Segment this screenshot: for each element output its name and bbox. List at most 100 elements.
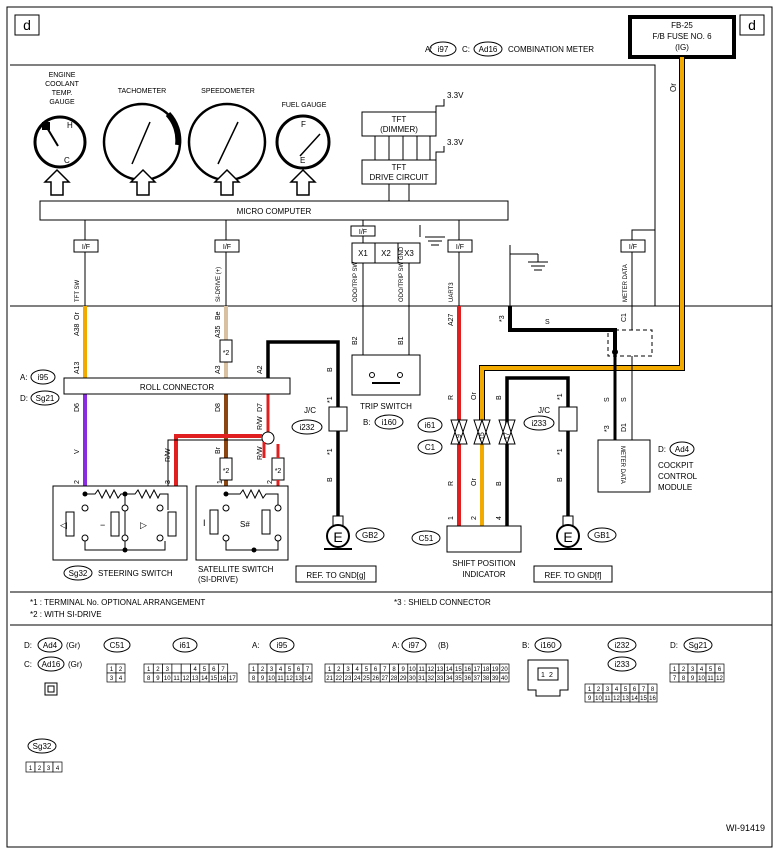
svg-text:D7: D7 — [257, 403, 264, 412]
svg-text:METER DATA: METER DATA — [623, 264, 629, 302]
i61-bubble — [417, 417, 443, 433]
connector-pin-label: 10 — [164, 676, 171, 682]
connector-pin-label: 28 — [391, 676, 398, 682]
connector-pin-cell — [714, 672, 725, 683]
svg-text:A2: A2 — [257, 365, 264, 374]
steering-switch-label: STEERING SWITCH — [98, 569, 173, 578]
svg-text:3: 3 — [165, 480, 172, 484]
connector-pin-label: 7 — [642, 687, 646, 693]
shift-label-2: INDICATOR — [462, 570, 505, 579]
connector-pin-label: 22 — [335, 676, 342, 682]
connector-pin-label: 7 — [221, 667, 225, 673]
jc-right-box[interactable] — [558, 406, 578, 432]
jc-left-label: J/C — [304, 406, 316, 415]
connector-pin-label: 2 — [682, 667, 686, 673]
svg-text:I: I — [203, 518, 206, 528]
ref-gnd-g[interactable]: REF. TO GND[g] — [306, 571, 365, 580]
gb1-label: GB1 — [594, 531, 611, 540]
connector-pin-label: 20 — [501, 667, 508, 673]
tachometer-gauge — [102, 102, 182, 182]
connector-pin-cell — [227, 672, 238, 683]
connector-pin-label: 29 — [400, 676, 407, 682]
tft-drive-line1: TFT — [392, 163, 407, 172]
tft-v1: 3.3V — [447, 91, 464, 100]
connector-pin-label: 2 — [38, 766, 42, 772]
svg-text:B: B — [327, 367, 334, 372]
svg-text:A27: A27 — [448, 313, 455, 326]
ref-gnd-f-box[interactable] — [533, 565, 613, 583]
svg-text:Br: Br — [215, 446, 222, 454]
connector-pin-label: 6 — [212, 667, 216, 673]
svg-text:TEMP.: TEMP. — [52, 90, 73, 97]
cockpit-inner-label: METER DATA — [619, 446, 625, 484]
connector-pin-label: 9 — [402, 667, 406, 673]
trip-switch-block[interactable] — [351, 354, 421, 396]
connector-pin-label: 13 — [622, 696, 629, 702]
svg-text:D:: D: — [24, 641, 32, 650]
connector-pin-label: 8 — [682, 676, 686, 682]
wire-a2-black — [266, 340, 340, 407]
connector-pin-label: 5 — [365, 667, 369, 673]
svg-text:D:: D: — [670, 641, 678, 650]
connector-pin-label: 1 — [328, 667, 332, 673]
fuse-feed-wire-outline — [479, 57, 685, 420]
fuse-box — [628, 15, 736, 59]
svg-text:B:: B: — [522, 641, 530, 650]
svg-text:C:: C: — [24, 660, 32, 669]
satellite-switch-internals: I — [203, 488, 282, 553]
gb1-bubble — [587, 527, 617, 543]
tacho-label: TACHOMETER — [118, 88, 166, 95]
corner-tag-left — [14, 14, 40, 36]
connector-pin-label: 2 — [337, 667, 341, 673]
wire-pin4-black — [505, 376, 570, 526]
pin-9: 9 — [456, 434, 463, 438]
cockpit-bubble — [669, 441, 695, 457]
corner-tag-right — [739, 14, 765, 36]
fuse-wire-color: Or — [669, 83, 678, 92]
speedometer-gauge — [187, 102, 267, 182]
roll-connector-label: ROLL CONNECTOR — [140, 383, 214, 392]
cockpit-module-block — [597, 439, 651, 493]
svg-text:GAUGE: GAUGE — [49, 99, 75, 106]
micro-computer-label: MICRO COMPUTER — [237, 207, 312, 216]
brown-splice-mark: *2 — [223, 468, 230, 475]
svg-text:Or: Or — [471, 478, 478, 486]
connector-pin-label: 10 — [268, 676, 275, 682]
jc-right-label: J/C — [538, 406, 550, 415]
jc-left-conn: i232 — [299, 423, 315, 432]
tft-drive-line2: DRIVE CIRCUIT — [369, 173, 428, 182]
svg-text:(Gr): (Gr) — [68, 660, 83, 669]
connector-pin-label: 11 — [277, 676, 284, 682]
pin-15: 15 — [479, 432, 486, 440]
ref-gnd-f[interactable]: REF. TO GND[f] — [544, 571, 601, 580]
connector-pin-label: 2 — [156, 667, 160, 673]
steering-switch-block[interactable] — [52, 485, 188, 561]
meter-ground-symbols — [425, 236, 548, 271]
svg-text:B: B — [496, 481, 503, 486]
shield-dashed — [607, 329, 653, 357]
micro-computer-block — [39, 200, 509, 221]
connector-pin-label: 9 — [261, 676, 265, 682]
wire-rw-steering — [174, 434, 262, 486]
connector-pin-label: 2 — [119, 667, 123, 673]
trip-b-bubble — [374, 414, 404, 430]
connector-pin-label: 3 — [110, 676, 114, 682]
connector-pin-label: 8 — [147, 676, 151, 682]
connector-pin-label: 14 — [631, 696, 638, 702]
connector-pin-label: 36 — [464, 676, 471, 682]
svg-text:Be: Be — [215, 311, 222, 320]
cat-sg21-id: Sg21 — [689, 641, 708, 650]
connector-pin-label: 13 — [437, 667, 444, 673]
svg-text:A:: A: — [392, 641, 400, 650]
connector-pin-label: 17 — [229, 676, 236, 682]
connector-pin-label: 9 — [691, 676, 695, 682]
si-drive-splice — [219, 339, 233, 363]
tft-drive-block — [361, 159, 437, 185]
roll-d-prefix: D: — [20, 394, 28, 403]
connector-pin-label: 11 — [173, 676, 180, 682]
jc-left-box[interactable] — [328, 406, 348, 432]
cat-i61-id: i61 — [180, 641, 191, 650]
connector-pin-label: 4 — [279, 667, 283, 673]
ref-gnd-g-box[interactable] — [295, 565, 377, 583]
svg-text:ODO/TRIP SW GND: ODO/TRIP SW GND — [399, 246, 405, 302]
